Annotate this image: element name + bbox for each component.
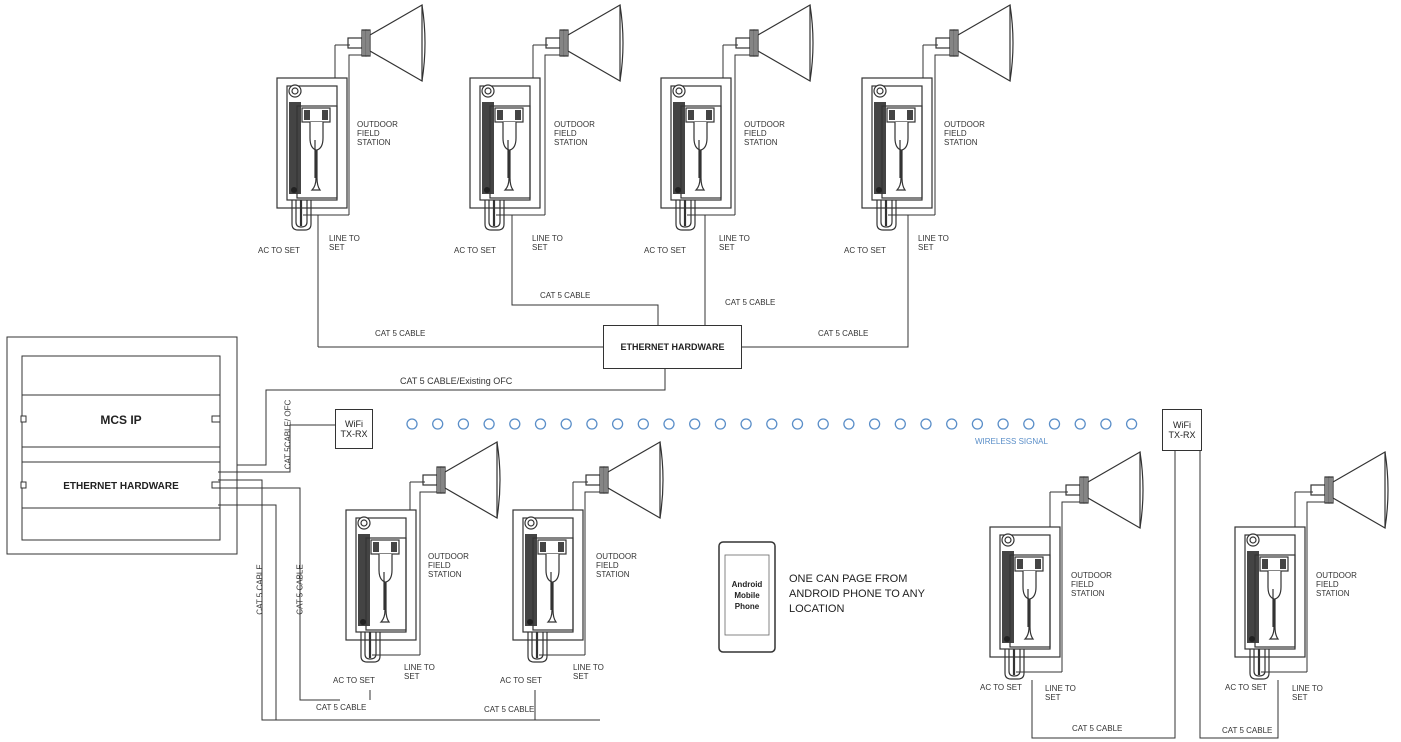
cable-vertical-label: CAT 5 CABLE [255, 564, 265, 615]
wifi-transceiver-left: WiFi TX-RX [335, 409, 373, 449]
ac-to-set-label: AC TO SET [1225, 683, 1267, 692]
line-to-set-label: LINE TO SET [329, 234, 360, 252]
cable-label: CAT 5 CABLE [1072, 724, 1123, 733]
cable-label: CAT 5 CABLE [818, 329, 869, 338]
ac-to-set-label: AC TO SET [980, 683, 1022, 692]
signal-dot [1023, 418, 1035, 430]
signal-dot [560, 418, 572, 430]
control-panel [6, 336, 238, 555]
signal-dot [971, 418, 984, 430]
station-label: OUTDOOR FIELD STATION [1316, 571, 1357, 598]
signal-dot [817, 418, 829, 430]
cable-ofc-vertical-label: CAT 5CABLE/ OFC [283, 399, 293, 470]
signal-dot [1074, 418, 1086, 430]
top-station-2 [468, 4, 659, 325]
signal-dot [586, 418, 598, 430]
signal-dot [920, 418, 932, 430]
signal-dot [868, 418, 881, 430]
bottom-station-2 [511, 441, 664, 664]
android-phone-label: Android Mobile Phone [731, 579, 763, 611]
station-label: OUTDOOR FIELD STATION [428, 552, 469, 579]
signal-dot [791, 418, 804, 430]
signal-dot [1100, 418, 1112, 430]
signal-dot [611, 418, 624, 430]
top-station-4 [740, 4, 1014, 348]
signal-dot [663, 418, 675, 430]
station-label: OUTDOOR FIELD STATION [596, 552, 637, 579]
line-to-set-label: LINE TO SET [719, 234, 750, 252]
station-label: OUTDOOR FIELD STATION [554, 120, 595, 147]
signal-dot [509, 418, 521, 430]
ethernet-hardware-panel-label: ETHERNET HARDWARE [63, 480, 179, 492]
android-phone-shape [718, 541, 776, 653]
signal-dot [432, 418, 444, 430]
station-label: OUTDOOR FIELD STATION [357, 120, 398, 147]
signal-dot [406, 418, 418, 430]
ac-to-set-label: AC TO SET [258, 246, 300, 255]
station-label: OUTDOOR FIELD STATION [1071, 571, 1112, 598]
ac-to-set-label: AC TO SET [333, 676, 375, 685]
signal-dot [946, 418, 958, 430]
wifi-transceiver-right: WiFi TX-RX [1162, 409, 1202, 451]
bottom-station-1 [344, 441, 501, 664]
signal-dot [534, 418, 547, 430]
signal-dot [766, 418, 778, 430]
signal-dot [1125, 418, 1138, 430]
cable-label: CAT 5 CABLE [316, 703, 367, 712]
signal-dot [637, 418, 649, 430]
signal-dot [997, 418, 1009, 430]
line-to-set-label: LINE TO SET [404, 663, 435, 681]
cable-label: CAT 5 CABLE [1222, 726, 1273, 735]
top-station-3 [659, 4, 814, 325]
cable-label: CAT 5 CABLE [540, 291, 591, 300]
signal-dot [894, 418, 906, 430]
android-note: ONE CAN PAGE FROM ANDROID PHONE TO ANY L… [789, 573, 925, 615]
signal-dot [714, 418, 727, 430]
ac-to-set-label: AC TO SET [644, 246, 686, 255]
cable-vertical-label: CAT 5 CABLE [295, 564, 305, 615]
line-to-set-label: LINE TO SET [573, 663, 604, 681]
ethernet-hardware-top: ETHERNET HARDWARE [603, 325, 742, 369]
ac-to-set-label: AC TO SET [844, 246, 886, 255]
wireless-signal-label: WIRELESS SIGNAL [975, 437, 1048, 446]
ac-to-set-label: AC TO SET [500, 676, 542, 685]
signal-dot [689, 418, 701, 430]
cable-ofc-label: CAT 5 CABLE/Existing OFC [400, 376, 513, 386]
cable-label: CAT 5 CABLE [725, 298, 776, 307]
bottom-station-3 [988, 450, 1176, 739]
signal-dot [740, 418, 752, 430]
cable-label: CAT 5 CABLE [375, 329, 426, 338]
top-station-1 [275, 4, 426, 347]
line-to-set-label: LINE TO SET [918, 234, 949, 252]
signal-dot [1048, 418, 1061, 430]
ac-to-set-label: AC TO SET [454, 246, 496, 255]
line-to-set-label: LINE TO SET [532, 234, 563, 252]
station-label: OUTDOOR FIELD STATION [944, 120, 985, 147]
cable-label: CAT 5 CABLE [484, 705, 535, 714]
signal-dot [843, 418, 855, 430]
signal-dot [483, 418, 495, 430]
line-to-set-label: LINE TO SET [1292, 684, 1323, 702]
signal-dot [457, 418, 470, 430]
line-to-set-label: LINE TO SET [1045, 684, 1076, 702]
station-label: OUTDOOR FIELD STATION [744, 120, 785, 147]
mcs-ip-label: MCS IP [100, 413, 142, 427]
bottom-station-4 [1199, 450, 1389, 739]
wireless-signal-dots [406, 418, 1138, 430]
